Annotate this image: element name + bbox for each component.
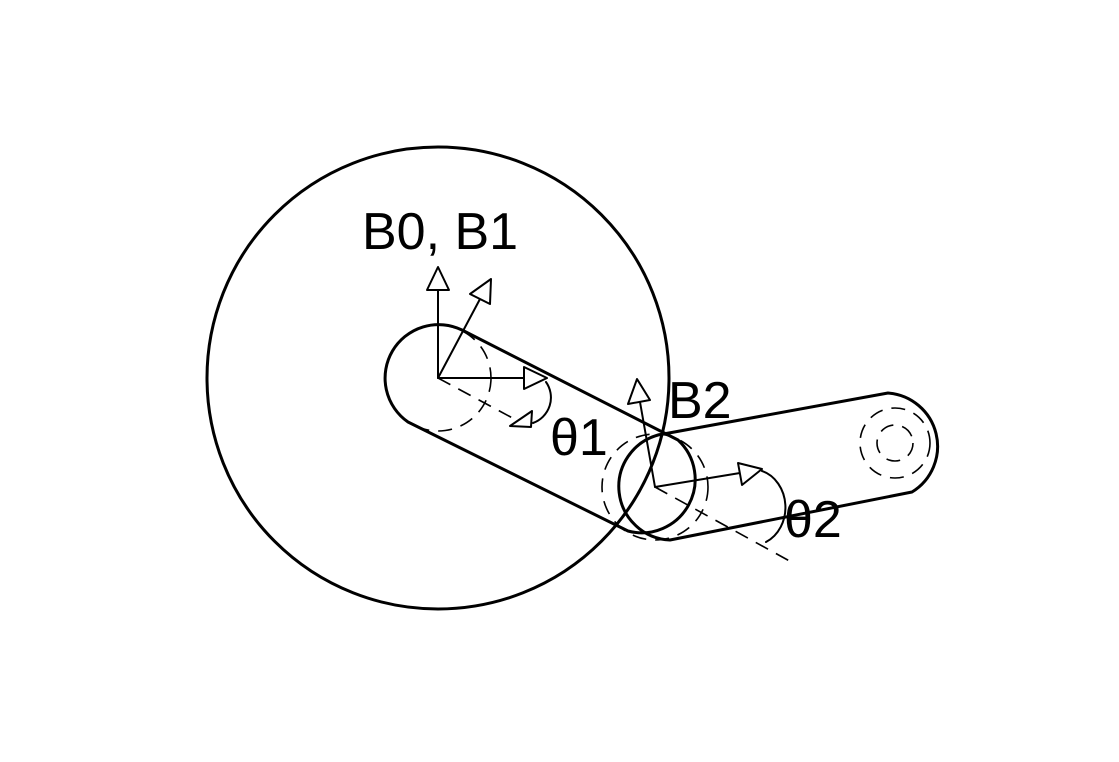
tip-hidden-circle-outer bbox=[859, 407, 931, 479]
b2-x-axis-arrowhead bbox=[737, 462, 763, 486]
link-1 bbox=[383, 323, 697, 535]
b0-y-axis-arrowhead bbox=[426, 266, 450, 291]
b2-y-axis-arrowhead bbox=[627, 378, 651, 405]
label-angle-2: θ2 bbox=[784, 491, 842, 549]
label-angle-1: θ1 bbox=[550, 409, 608, 467]
joint-2-hidden-circle bbox=[601, 433, 709, 541]
label-frame-b2: B2 bbox=[668, 372, 732, 430]
b0-x-axis-arrowhead bbox=[523, 366, 548, 390]
link-2 bbox=[617, 391, 940, 542]
link-2-extension-dashed bbox=[654, 486, 796, 565]
link-1-axis-dashed bbox=[437, 377, 521, 423]
theta-2-arc bbox=[761, 470, 787, 543]
b1-y-axis bbox=[437, 298, 481, 379]
b1-y-axis-arrowhead bbox=[469, 278, 492, 305]
b2-y-axis bbox=[639, 401, 656, 488]
theta-1-arc bbox=[532, 381, 552, 424]
b2-x-axis bbox=[654, 472, 741, 488]
label-base-frames: B0, B1 bbox=[362, 203, 518, 261]
base-disk bbox=[205, 145, 671, 611]
theta-1-arc-arrowhead bbox=[509, 410, 533, 428]
tip-hidden-circle-inner bbox=[876, 424, 914, 462]
